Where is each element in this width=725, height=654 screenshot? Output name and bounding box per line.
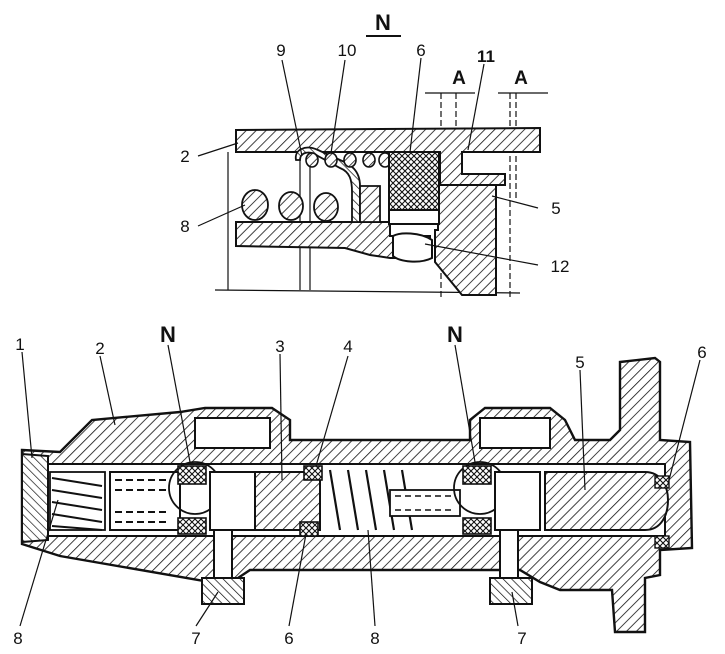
right-chamber <box>494 471 541 531</box>
detail-label-11: 11 <box>477 47 495 66</box>
detail-retainer <box>359 185 381 223</box>
detail-mark-n-left: N <box>160 322 176 347</box>
secondary-piston-3 <box>254 471 321 531</box>
seal-right-top <box>462 465 492 485</box>
label-8-left: 8 <box>13 629 22 648</box>
label-6-bottom: 6 <box>284 629 293 648</box>
stop-screw-right-7 <box>489 529 533 605</box>
label-8-middle: 8 <box>370 629 379 648</box>
detail-seal-6 <box>388 151 440 211</box>
label-4: 4 <box>343 337 352 356</box>
label-2: 2 <box>95 339 104 358</box>
detail-spring-10 <box>305 152 392 168</box>
detail-mark-n-right: N <box>447 322 463 347</box>
stop-screw-left-7 <box>201 529 245 605</box>
detail-label-9: 9 <box>276 41 285 60</box>
label-3: 3 <box>275 337 284 356</box>
section-mark-a-left: A <box>452 68 466 89</box>
seal-left-bottom <box>177 517 207 535</box>
detail-housing-top <box>235 126 541 186</box>
detail-piston-5 <box>434 184 497 296</box>
end-cap-1 <box>21 452 49 544</box>
detail-seal-6-base <box>388 209 440 225</box>
label-6: 6 <box>697 343 706 362</box>
seal-6-right-bottom <box>654 535 670 549</box>
detail-view-n: N A A <box>180 10 569 300</box>
detail-title: N <box>375 10 391 35</box>
detail-label-10: 10 <box>338 41 357 60</box>
detail-label-6: 6 <box>416 41 425 60</box>
seal-4 <box>303 465 323 481</box>
detail-label-8: 8 <box>180 217 189 236</box>
spring-middle-8 <box>328 469 414 531</box>
intermediate-body <box>209 471 256 531</box>
main-cross-section: 1 2 3 4 5 6 N N 8 7 6 8 7 <box>13 322 706 648</box>
main-leaders <box>19 344 701 627</box>
inlet-port-right <box>479 417 551 449</box>
detail-label-2: 2 <box>180 147 189 166</box>
piston-5 <box>544 471 670 531</box>
spring-left-8 <box>49 471 106 531</box>
seal-left-top <box>177 465 207 485</box>
label-7-right: 7 <box>517 629 526 648</box>
seal-6-left <box>299 521 319 537</box>
detail-label-5: 5 <box>551 199 560 218</box>
label-7-left: 7 <box>191 629 200 648</box>
detail-label-12: 12 <box>551 257 570 276</box>
detail-groove-12 <box>392 232 433 263</box>
section-mark-a-right: A <box>514 68 528 89</box>
seal-6-right-top <box>654 475 670 489</box>
spring-guide <box>389 489 461 517</box>
detail-leaders <box>197 57 539 266</box>
primary-spring <box>115 479 170 523</box>
label-1: 1 <box>15 335 24 354</box>
label-5: 5 <box>575 353 584 372</box>
inlet-port-left <box>194 417 271 449</box>
seal-right-bottom <box>462 517 492 535</box>
detail-spring-8 <box>241 189 339 222</box>
